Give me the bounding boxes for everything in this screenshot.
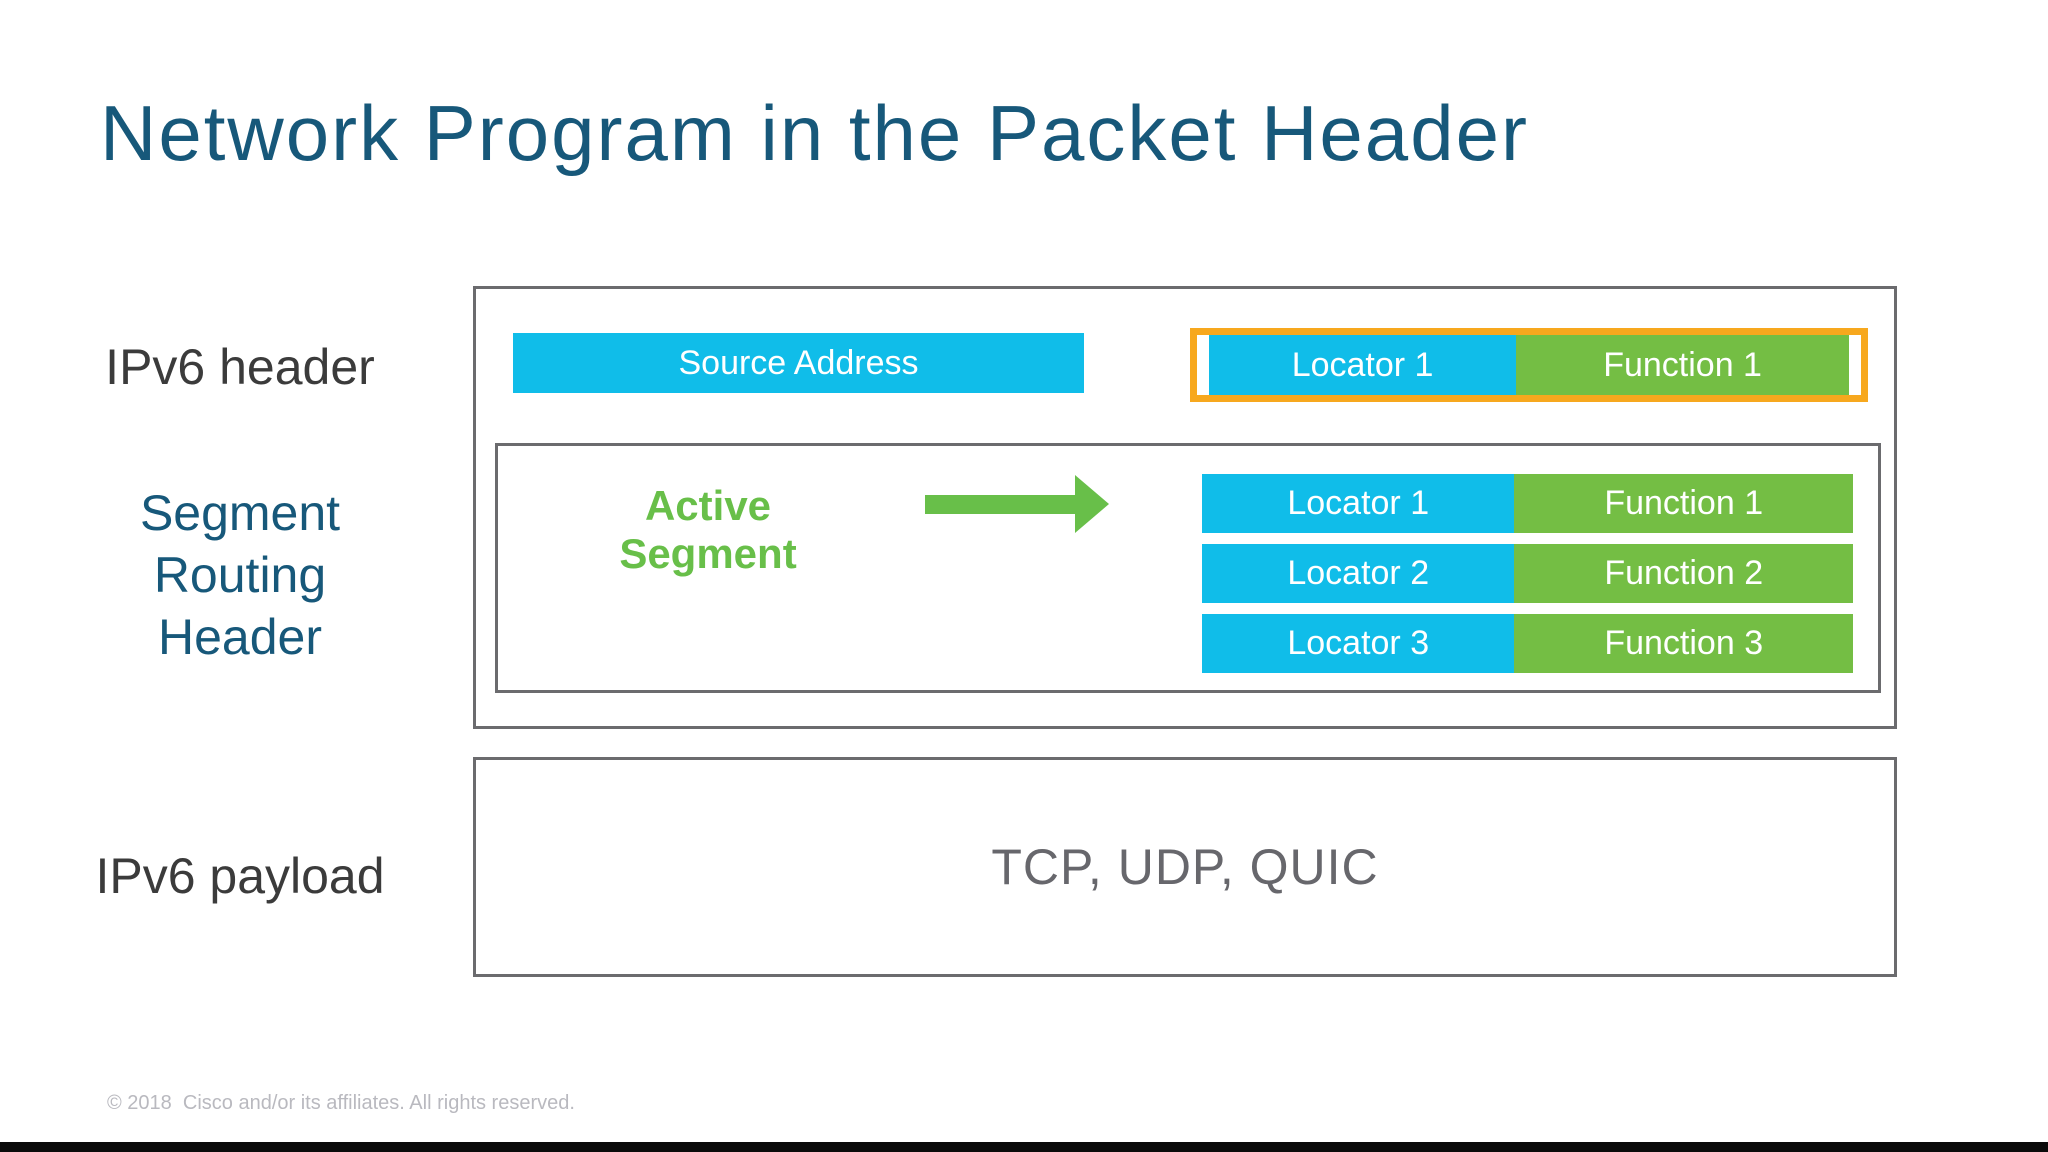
active-segment-label: Active Segment	[619, 482, 797, 577]
packet-header-box: Source Address Locator 1 Function 1 Acti…	[473, 286, 1897, 729]
segment-2-function-field: Function 2	[1514, 544, 1853, 603]
srh-label-line-2: Routing	[153, 547, 327, 603]
page-title: Network Program in the Packet Header	[100, 89, 1529, 177]
segment-1-function-field: Function 1	[1514, 474, 1853, 533]
bottom-edge-bar	[0, 1142, 2048, 1152]
active-sid-locator-text: Locator 1	[1291, 345, 1434, 384]
segment-2-locator-field: Locator 2	[1202, 544, 1515, 603]
active-sid-function-text: Function 1	[1603, 345, 1762, 384]
label-ipv6-header: IPv6 header	[105, 339, 375, 395]
segment-3-function-text: Function 3	[1604, 624, 1764, 662]
segment-2-function-text: Function 2	[1604, 554, 1764, 592]
source-address-field: Source Address	[513, 333, 1084, 393]
ipv6-payload-box: TCP, UDP, QUIC	[473, 757, 1897, 977]
label-ipv6-payload: IPv6 payload	[95, 848, 385, 904]
srh-label-line-1: Segment	[139, 485, 341, 541]
copyright-footer: © 2018 Cisco and/or its affiliates. All …	[107, 1092, 575, 1114]
segment-2-locator-text: Locator 2	[1287, 554, 1430, 592]
segment-3-function-field: Function 3	[1514, 614, 1853, 673]
segment-1-locator-text: Locator 1	[1287, 484, 1430, 522]
active-sid-function-field: Function 1	[1516, 335, 1849, 395]
segment-1-function-text: Function 1	[1604, 484, 1764, 522]
right-arrow-head-icon	[1075, 475, 1109, 533]
source-address-text: Source Address	[678, 343, 919, 382]
active-sid-highlight-frame: Locator 1 Function 1	[1190, 328, 1868, 402]
segment-1-locator-field: Locator 1	[1202, 474, 1515, 533]
active-sid-locator-field: Locator 1	[1209, 335, 1517, 395]
segment-row-3: Locator 3 Function 3	[1202, 614, 1853, 673]
segment-list: Locator 1 Function 1 Locator 2 Function …	[1202, 474, 1853, 684]
segment-row-2: Locator 2 Function 2	[1202, 544, 1853, 603]
segment-routing-header-box: Active Segment Locator 1 Function 1 Loca…	[495, 443, 1881, 693]
right-arrow-icon	[925, 495, 1075, 514]
srh-label-line-3: Header	[158, 609, 322, 665]
segment-row-1: Locator 1 Function 1	[1202, 474, 1853, 533]
payload-protocols-text: TCP, UDP, QUIC	[991, 839, 1379, 895]
segment-3-locator-text: Locator 3	[1287, 624, 1430, 662]
segment-3-locator-field: Locator 3	[1202, 614, 1515, 673]
label-segment-routing-header: Segment Routing Header	[0, 482, 480, 668]
